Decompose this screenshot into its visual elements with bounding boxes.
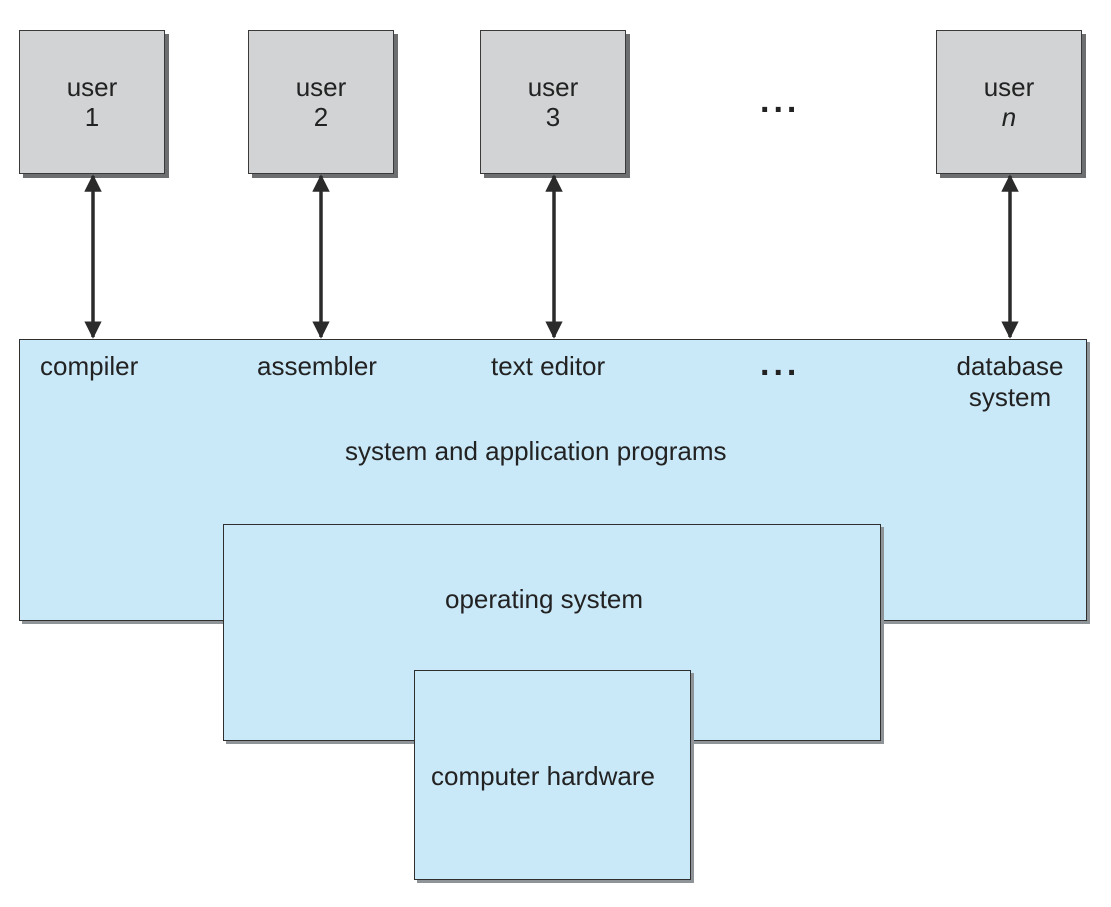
user-2-number: 2 [313, 102, 329, 132]
database-system-label: database system [952, 351, 1068, 413]
user-n-label: user [983, 72, 1035, 102]
operating-system-label: operating system [445, 584, 643, 614]
compiler-label: compiler [40, 351, 139, 381]
user-3-label: user [527, 72, 579, 102]
database-label-line1: database [956, 351, 1064, 381]
database-label-line2: system [968, 382, 1052, 412]
user-1-number: 1 [84, 102, 100, 132]
user-n-box: user n [936, 30, 1082, 174]
computer-hardware-layer [414, 670, 691, 880]
text-editor-label: text editor [491, 351, 606, 381]
user-n-number: n [1001, 102, 1017, 132]
system-and-application-programs-label: system and application programs [345, 436, 727, 466]
user-1-box: user 1 [19, 30, 165, 174]
user-1-label: user [66, 72, 118, 102]
user-2-box: user 2 [248, 30, 394, 174]
users-ellipsis: ... [760, 82, 801, 120]
user-3-box: user 3 [480, 30, 626, 174]
assembler-label: assembler [257, 351, 377, 381]
user-3-number: 3 [545, 102, 561, 132]
computer-hardware-label: computer hardware [431, 761, 655, 791]
user-2-label: user [295, 72, 347, 102]
programs-ellipsis: ... [760, 345, 801, 383]
